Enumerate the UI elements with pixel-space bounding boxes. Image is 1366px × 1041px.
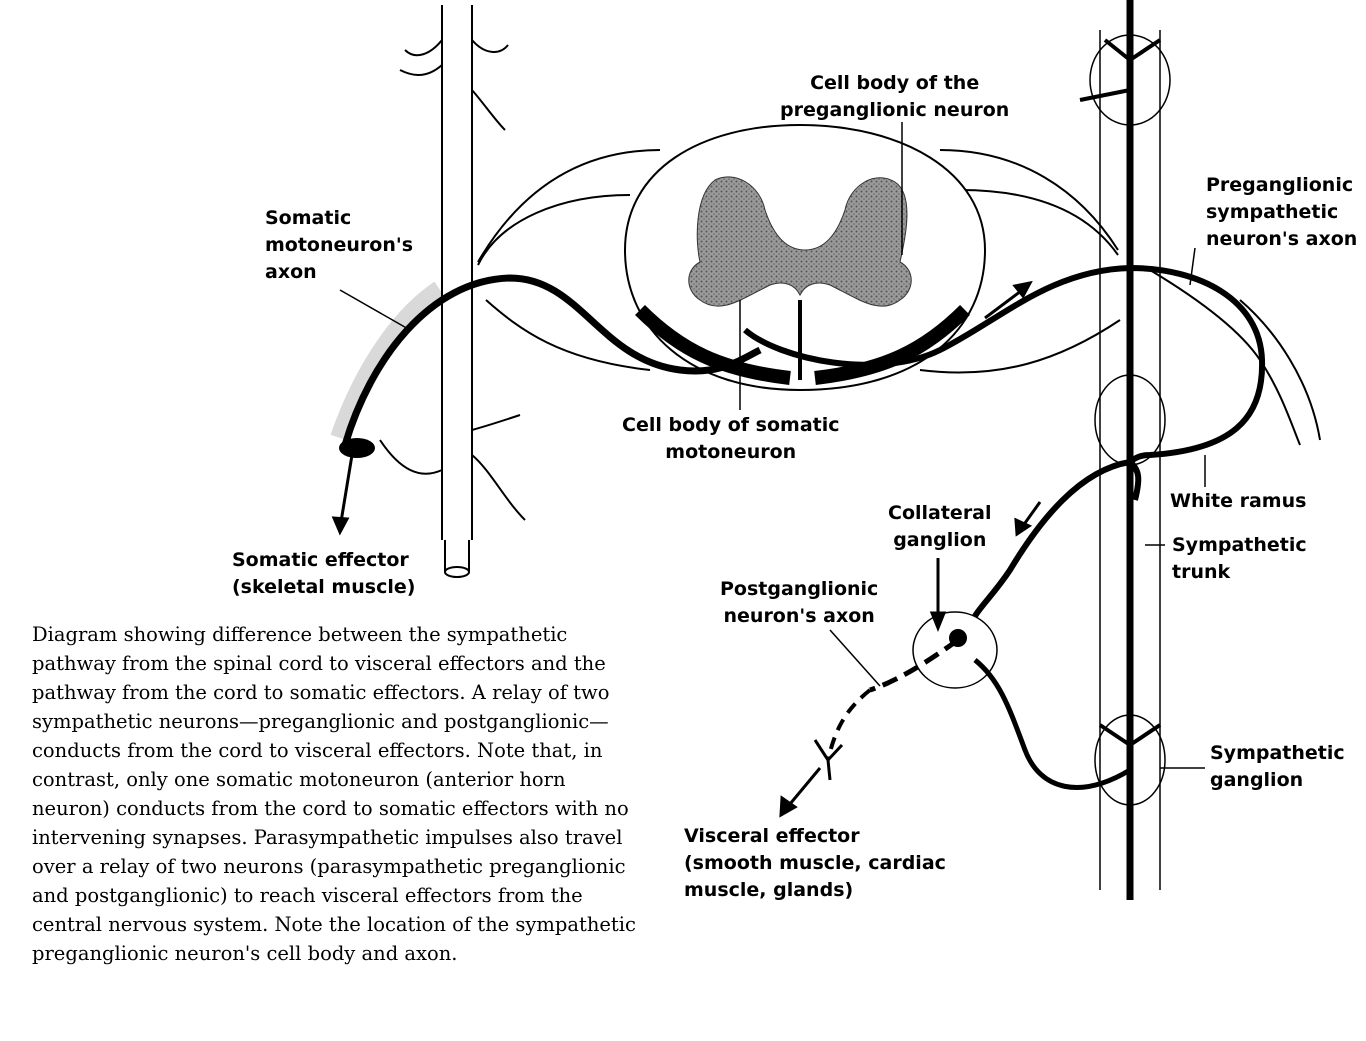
label-somatic-effector: Somatic effector (skeletal muscle) xyxy=(232,549,416,598)
label-visceral-effector: Visceral effector (smooth muscle, cardia… xyxy=(684,825,946,901)
right-sympathetic-trunk xyxy=(1079,0,1171,900)
preganglionic-axon xyxy=(743,264,1266,632)
label-cell-body-preganglionic: Cell body of the preganglionic neuron xyxy=(780,72,1010,121)
label-somatic-motoneuron-axon: Somatic motoneuron's axon xyxy=(265,207,414,283)
postganglionic-axons xyxy=(813,637,1132,790)
label-cell-body-somatic: Cell body of somatic motoneuron xyxy=(622,414,840,463)
left-sympathetic-chain xyxy=(379,5,526,578)
label-collateral-ganglion: Collateral ganglion xyxy=(888,502,992,551)
label-sympathetic-ganglion: Sympathetic ganglion xyxy=(1210,742,1345,791)
grey-matter xyxy=(688,176,912,307)
impulse-arrows xyxy=(331,280,1042,818)
spinal-nerve-roots xyxy=(477,149,1321,446)
collateral-ganglion xyxy=(912,611,998,689)
leader-lines xyxy=(339,122,1206,769)
label-white-ramus: White ramus xyxy=(1170,490,1307,512)
label-sympathetic-trunk: Sympathetic trunk xyxy=(1172,534,1307,583)
label-preganglionic-axon: Preganglionic sympathetic neuron's axon xyxy=(1206,174,1358,250)
somatic-motoneuron-axon xyxy=(330,274,762,458)
spinal-cord xyxy=(623,123,987,392)
label-postganglionic-axon: Postganglionic neuron's axon xyxy=(720,578,879,627)
figure-caption: Diagram showing difference between the s… xyxy=(32,623,636,965)
